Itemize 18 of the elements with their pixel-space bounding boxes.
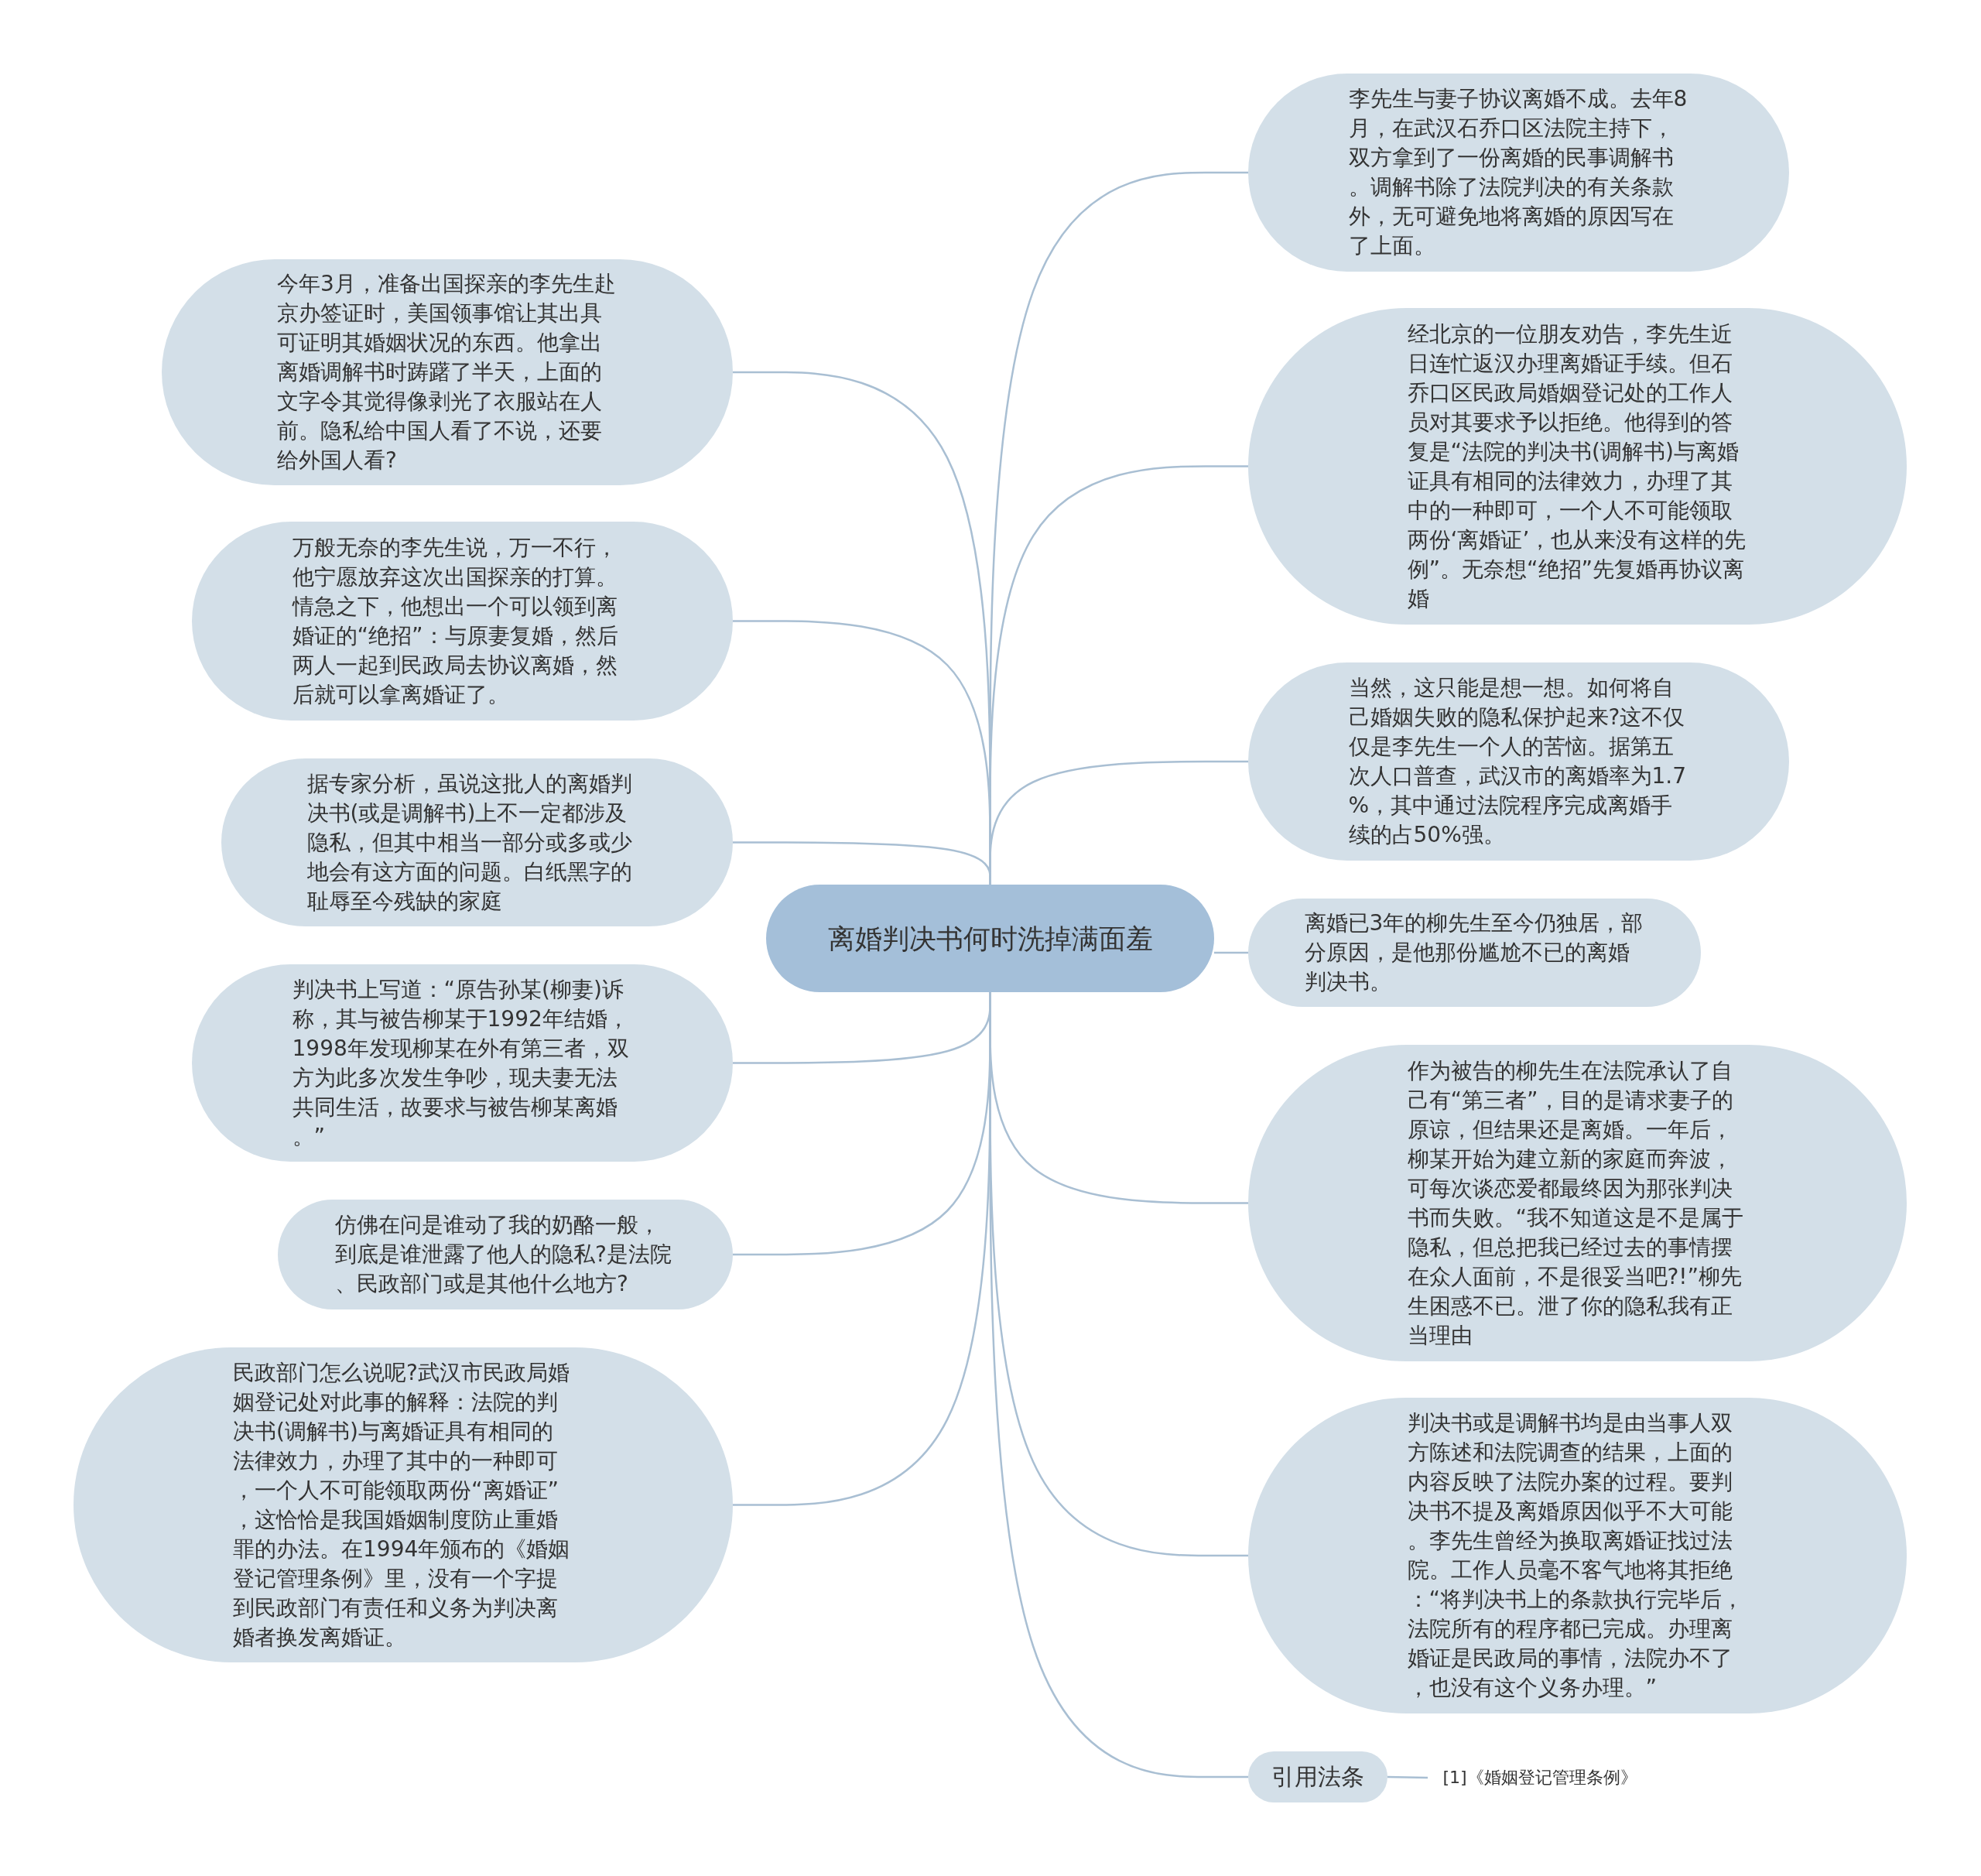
topic-text: 判决书或是调解书均是由当事人双方陈述和法院调查的结果，上面的内容反映了法院办案的过程。要判决书不提及离婚原因似乎不大可能。李先生曾经为换取离婚证找过法院。工作人员毫不客气地将其拒绝：“将判决书上的条款执行完毕后，法院所有的程序都已完成。办理离婚证是民政局的事情，法院办不了，也没有这个义务办理。” xyxy=(1407,1409,1744,1702)
topic-text: 今年3月，准备出国探亲的李先生赴京办签证时，美国领事馆让其出具可证明其婚姻状况的东西。他拿出离婚调解书时踌躇了半天，上面的文字令其觉得像剥光了衣服站在人前。隐私给中国人看了不说，还要给外国人看? xyxy=(277,270,617,474)
topic-text: 李先生与妻子协议离婚不成。去年8月，在武汉石乔口区法院主持下，双方拿到了一份离婚的民事调解书。调解书除了法院判决的有关条款外，无可避免地将离婚的原因写在了上面。 xyxy=(1348,85,1688,260)
topic-text: 仿佛在问是谁动了我的奶酪一般，到底是谁泄露了他人的隐私?是法院、民政部门或是其他什么地方? xyxy=(335,1211,672,1298)
connector-line xyxy=(733,841,991,885)
reference-text: [1]《婚姻登记管理条例》 xyxy=(1442,1767,1637,1789)
topic-text: 经北京的一位朋友劝告，李先生近日连忙返汉办理离婚证手续。但石乔口区民政局婚姻登记处的工作人员对其要求予以拒绝。他得到的答复是“法院的判决书(调解书)与离婚证具有相同的法律效力，办理了其中的一种即可，一个人不可能领取两份‘离婚证’，也从来没有这样的先例”。无奈想“绝招”先复婚再协议离婚 xyxy=(1407,320,1747,613)
topic-text: 民政部门怎么说呢?武汉市民政局婚姻登记处对此事的解释：法院的判决书(调解书)与离婚证具有相同的法律效力，办理了其中的一种即可，一个人不可能领取两份“离婚证”，这恰恰是我国婚姻制度防止重婚罪的办法。在1994年颁布的《婚姻登记管理条例》里，没有一个字提到民政部门有责任和义务为判决离婚者换发离婚证。 xyxy=(233,1358,571,1652)
topic-text: 作为被告的柳先生在法院承认了自己有“第三者”，目的是请求妻子的原谅，但结果还是离婚。一年后，柳某开始为建立新的家庭而奔波，可每次谈恋爱都最终因为那张判决书而失败。“我不知道这是不是属于隐私，但总把我已经过去的事情摆在众人面前，不是很妥当吧?!”柳先生困惑不已。泄了你的隐私我有正当理由 xyxy=(1407,1056,1744,1350)
topic-text: 引用法条 xyxy=(1271,1762,1364,1792)
central-topic-text: 离婚判决书何时洗掉满面羞 xyxy=(826,922,1154,956)
topic-text: 当然，这只能是想一想。如何将自己婚姻失败的隐私保护起来?这不仅仅是李先生一个人的苦恼。据第五次人口普查，武汉市的离婚率为1.7%，其中通过法院程序完成离婚手续的占50%强。 xyxy=(1348,674,1688,849)
topic-text: 据专家分析，虽说这批人的离婚判决书(或是调解书)上不一定都涉及隐私，但其中相当一部分或多或少地会有这方面的问题。白纸黑字的耻辱至今残缺的家庭 xyxy=(306,769,633,916)
connector-line xyxy=(1214,951,1248,954)
topic-text: 离婚已3年的柳先生至今仍独居，部分原因，是他那份尴尬不已的离婚判决书。 xyxy=(1304,909,1644,996)
topic-text: 判决书上写道：“原告孙某(柳妻)诉称，其与被告柳某于1992年结婚，1998年发现柳某在外有第三者，双方为此多次发生争吵，现夫妻无法共同生活，故要求与被告柳某离婚。” xyxy=(292,975,630,1151)
connector-line xyxy=(1387,1775,1428,1779)
topic-text: 万般无奈的李先生说，万一不行，他宁愿放弃这次出国探亲的打算。情急之下，他想出一个可以领到离婚证的“绝招”：与原妻复婚，然后两人一起到民政局去协议离婚，然后就可以拿离婚证了。 xyxy=(292,533,619,709)
